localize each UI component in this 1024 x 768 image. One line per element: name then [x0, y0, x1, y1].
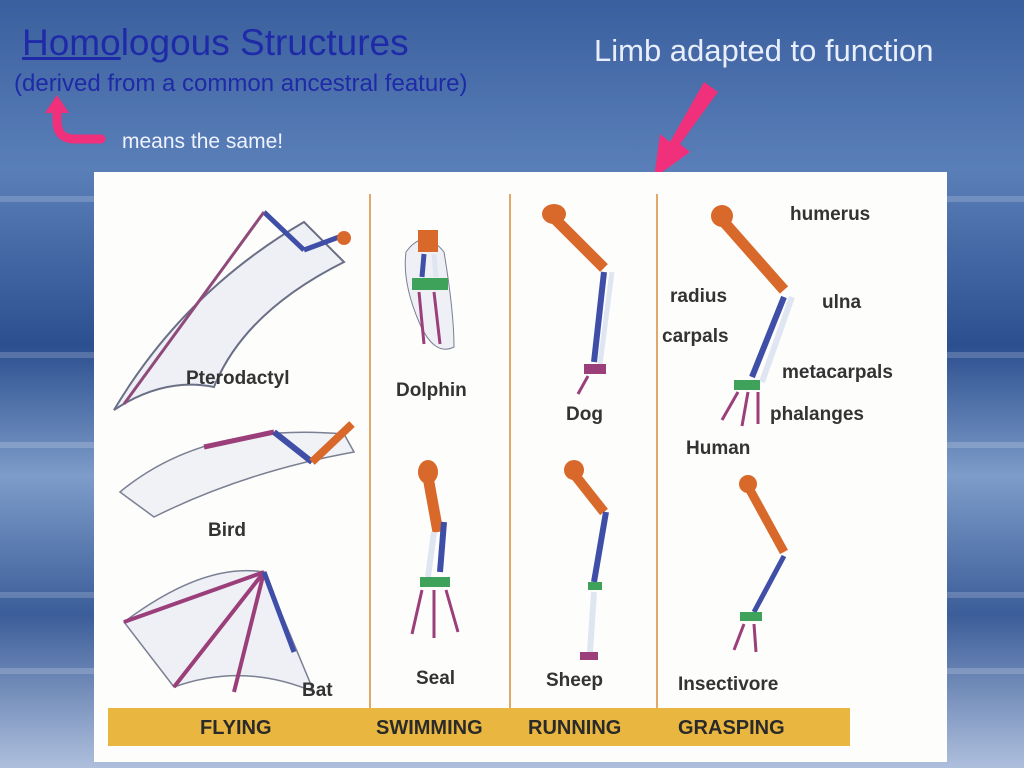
column-divider-lines	[369, 194, 658, 712]
dolphin-flipper-illustration	[404, 230, 455, 350]
means-note: means the same!	[122, 130, 284, 153]
label-radius: radius	[670, 286, 728, 307]
title-underlined-part: Homo	[22, 22, 121, 63]
slide-subtitle: (derived from a common ancestral feature…	[14, 70, 468, 97]
category-grasping: GRASPING	[678, 717, 785, 739]
seal-flipper-illustration	[410, 460, 460, 638]
dog-leg-illustration	[542, 204, 615, 395]
label-bat: Bat	[302, 680, 333, 701]
sheep-leg-illustration	[564, 460, 609, 660]
label-human: Human	[686, 438, 751, 459]
title-rest: logous Structures	[120, 22, 409, 63]
category-band	[108, 708, 850, 746]
label-metacarpals: metacarpals	[782, 362, 893, 383]
bird-wing-illustration	[118, 421, 356, 518]
limb-illustrations	[113, 194, 795, 712]
curved-arrow-icon	[45, 95, 106, 144]
human-arm-illustration	[711, 205, 795, 427]
category-flying: FLYING	[200, 717, 272, 739]
label-carpals: carpals	[662, 326, 729, 347]
pointer-arrow-icon	[654, 82, 718, 178]
label-bird: Bird	[208, 520, 246, 541]
category-running: RUNNING	[528, 717, 622, 739]
label-pterodactyl: Pterodactyl	[186, 368, 290, 389]
limb-note: Limb adapted to function	[594, 33, 934, 68]
category-swimming: SWIMMING	[376, 717, 483, 739]
slide-title: Homologous Structures	[22, 22, 409, 64]
label-phalanges: phalanges	[770, 404, 864, 425]
bat-wing-illustration	[122, 569, 316, 694]
label-dog: Dog	[566, 404, 603, 425]
label-seal: Seal	[416, 668, 456, 689]
label-ulna: ulna	[822, 292, 862, 313]
label-insectivore: Insectivore	[678, 674, 779, 695]
homologous-limb-diagram: Pterodactyl Bird Bat Dolphin Seal Dog Sh…	[94, 172, 947, 762]
label-dolphin: Dolphin	[396, 380, 467, 401]
insectivore-arm-illustration	[732, 475, 788, 653]
pterodactyl-wing-illustration	[113, 210, 351, 411]
label-sheep: Sheep	[546, 670, 604, 691]
label-humerus: humerus	[790, 204, 871, 225]
